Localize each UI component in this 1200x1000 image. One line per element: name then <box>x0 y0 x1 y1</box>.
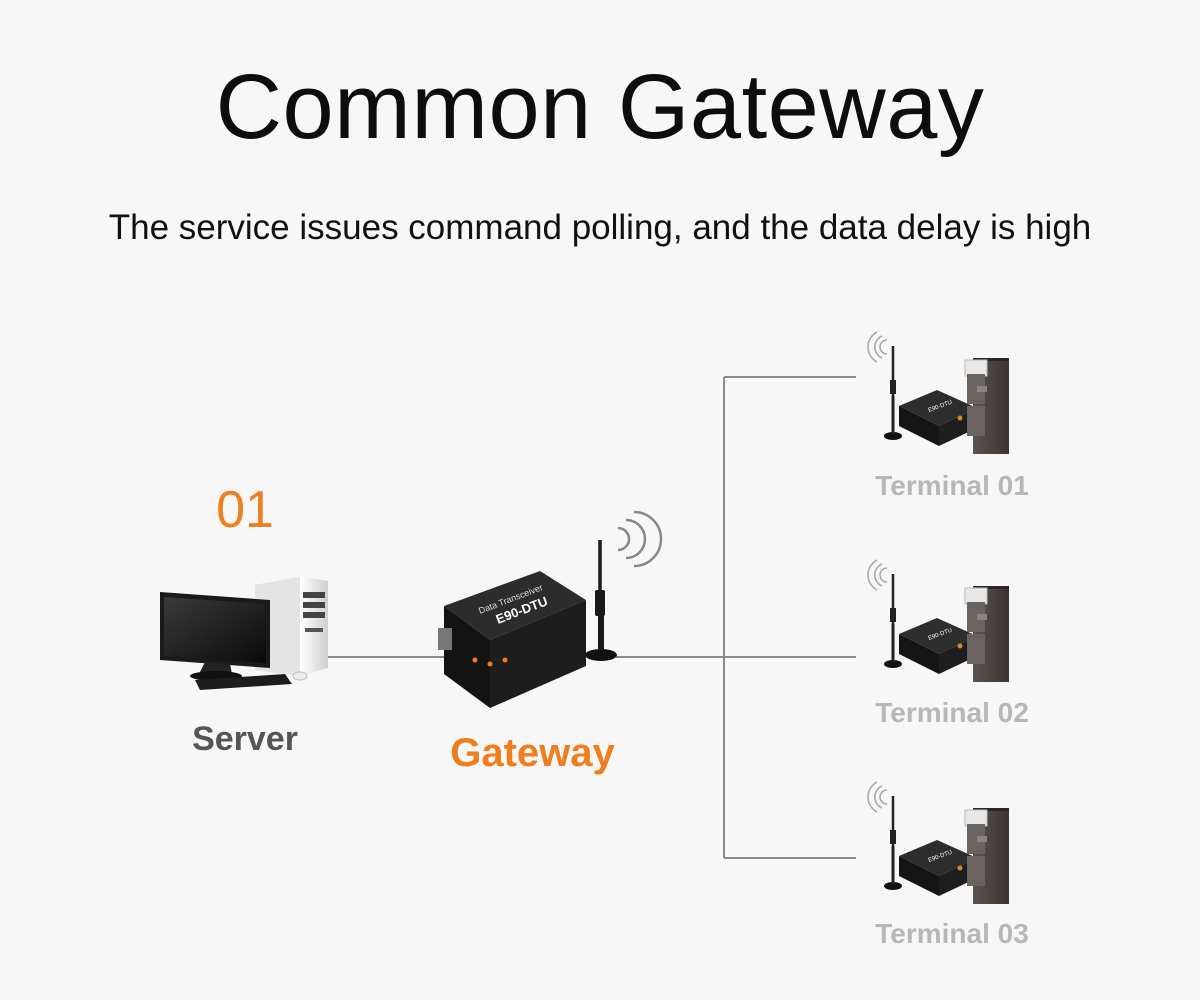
terminal-02-device-icon <box>866 558 1011 684</box>
step-number: 01 <box>216 481 274 539</box>
connector-lines <box>325 376 856 859</box>
terminal-03-device-icon <box>866 780 1011 906</box>
page-subtitle: The service issues command polling, and … <box>108 208 1092 247</box>
server-label: Server <box>192 720 298 758</box>
page-title: Common Gateway <box>215 56 985 158</box>
terminal-02-label: Terminal 02 <box>875 697 1029 728</box>
terminal-01-device-icon <box>866 330 1011 456</box>
terminal-01-label: Terminal 01 <box>875 470 1029 501</box>
terminal-03-label: Terminal 03 <box>875 918 1029 949</box>
server-computer-icon <box>160 577 328 690</box>
gateway-device-icon: Data Transceiver E90-DTU <box>438 510 663 708</box>
gateway-label: Gateway <box>450 731 615 775</box>
